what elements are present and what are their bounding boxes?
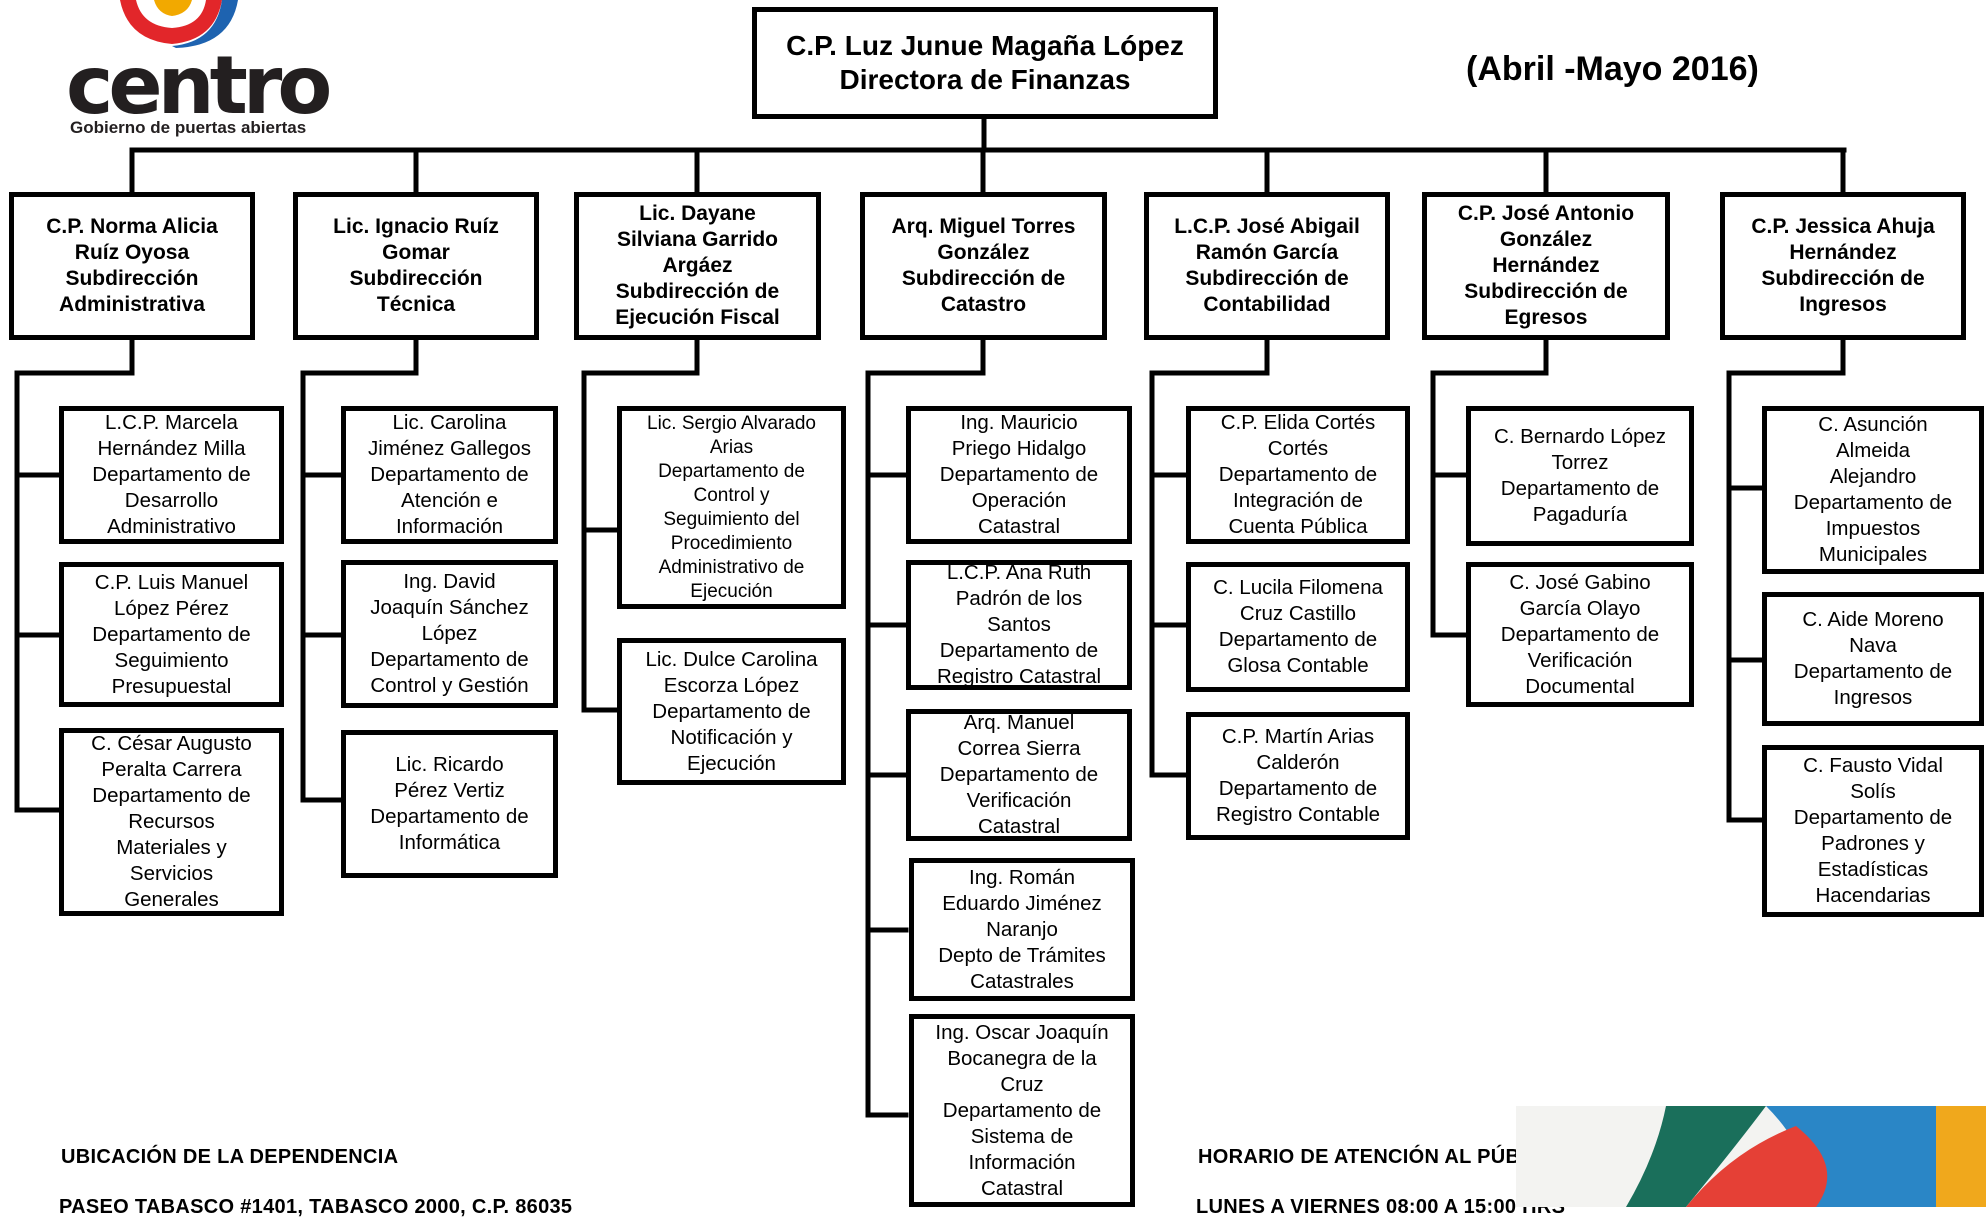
hours-text: LUNES A VIERNES 08:00 A 15:00 HRS — [1196, 1196, 1566, 1218]
subdireccion-catastro-box: Arq. Miguel Torres González Subdirección… — [860, 192, 1107, 340]
department-box: Lic. Carolina Jiménez Gallegos Departame… — [341, 406, 558, 544]
director-name: C.P. Luz Junue Magaña López — [786, 30, 1184, 61]
department-box: Ing. Mauricio Priego Hidalgo Departament… — [906, 406, 1132, 544]
department-box: L.C.P. Marcela Hernández Milla Departame… — [59, 406, 284, 544]
subdireccion-egresos-box: C.P. José Antonio González Hernández Sub… — [1422, 192, 1670, 340]
department-box: C. César Augusto Peralta Carrera Departa… — [59, 728, 284, 916]
logo-wordmark: centro — [66, 39, 332, 132]
department-box: C. Asunción Almeida Alejandro Departamen… — [1762, 406, 1984, 574]
department-box: Lic. Ricardo Pérez Vertiz Departamento d… — [341, 730, 558, 878]
subdireccion-administrativa-box: C.P. Norma Alicia Ruíz Oyosa Subdirecció… — [9, 192, 255, 340]
decorative-swoosh-graphic — [1516, 1106, 1986, 1207]
department-box: Ing. Román Eduardo Jiménez Naranjo Depto… — [909, 858, 1135, 1001]
department-box: C. Fausto Vidal Solís Departamento de Pa… — [1762, 745, 1984, 917]
department-box: C.P. Luis Manuel López Pérez Departament… — [59, 562, 284, 707]
director-title: Directora de Finanzas — [839, 64, 1131, 95]
department-box: C.P. Elida Cortés Cortés Departamento de… — [1186, 406, 1410, 544]
department-box: C. Aide Moreno Nava Departamento de Ingr… — [1762, 592, 1984, 726]
department-box: Ing. David Joaquín Sánchez López Departa… — [341, 560, 558, 708]
department-box: Lic. Dulce Carolina Escorza López Depart… — [617, 638, 846, 785]
department-box: Lic. Sergio Alvarado Arias Departamento … — [617, 406, 846, 609]
hours-label: HORARIO DE ATENCIÓN AL PÚBLICO — [1198, 1146, 1570, 1168]
subdireccion-ingresos-box: C.P. Jessica Ahuja Hernández Subdirecció… — [1720, 192, 1966, 340]
logo-emblem-icon — [120, 0, 238, 48]
department-box: L.C.P. Ana Ruth Padrón de los Santos Dep… — [906, 560, 1132, 690]
department-box: C. José Gabino García Olayo Departamento… — [1466, 562, 1694, 707]
logo-tagline: Gobierno de puertas abiertas — [70, 118, 307, 137]
department-box: C. Bernardo López Torrez Departamento de… — [1466, 406, 1694, 546]
period-label: (Abril -Mayo 2016) — [1466, 50, 1759, 88]
department-box: Arq. Manuel Correa Sierra Departamento d… — [906, 709, 1132, 841]
department-box: C. Lucila Filomena Cruz Castillo Departa… — [1186, 562, 1410, 692]
location-label: UBICACIÓN DE LA DEPENDENCIA — [61, 1146, 399, 1168]
address-text: PASEO TABASCO #1401, TABASCO 2000, C.P. … — [59, 1196, 573, 1218]
director-box: C.P. Luz Junue Magaña López Directora de… — [752, 7, 1218, 119]
subdireccion-ejecucion-fiscal-box: Lic. Dayane Silviana Garrido Argáez Subd… — [574, 192, 821, 340]
subdireccion-contabilidad-box: L.C.P. José Abigail Ramón García Subdire… — [1144, 192, 1390, 340]
department-box: Ing. Oscar Joaquín Bocanegra de la Cruz … — [909, 1014, 1135, 1207]
subdireccion-tecnica-box: Lic. Ignacio Ruíz Gomar Subdirección Téc… — [293, 192, 539, 340]
department-box: C.P. Martín Arias Calderón Departamento … — [1186, 712, 1410, 840]
